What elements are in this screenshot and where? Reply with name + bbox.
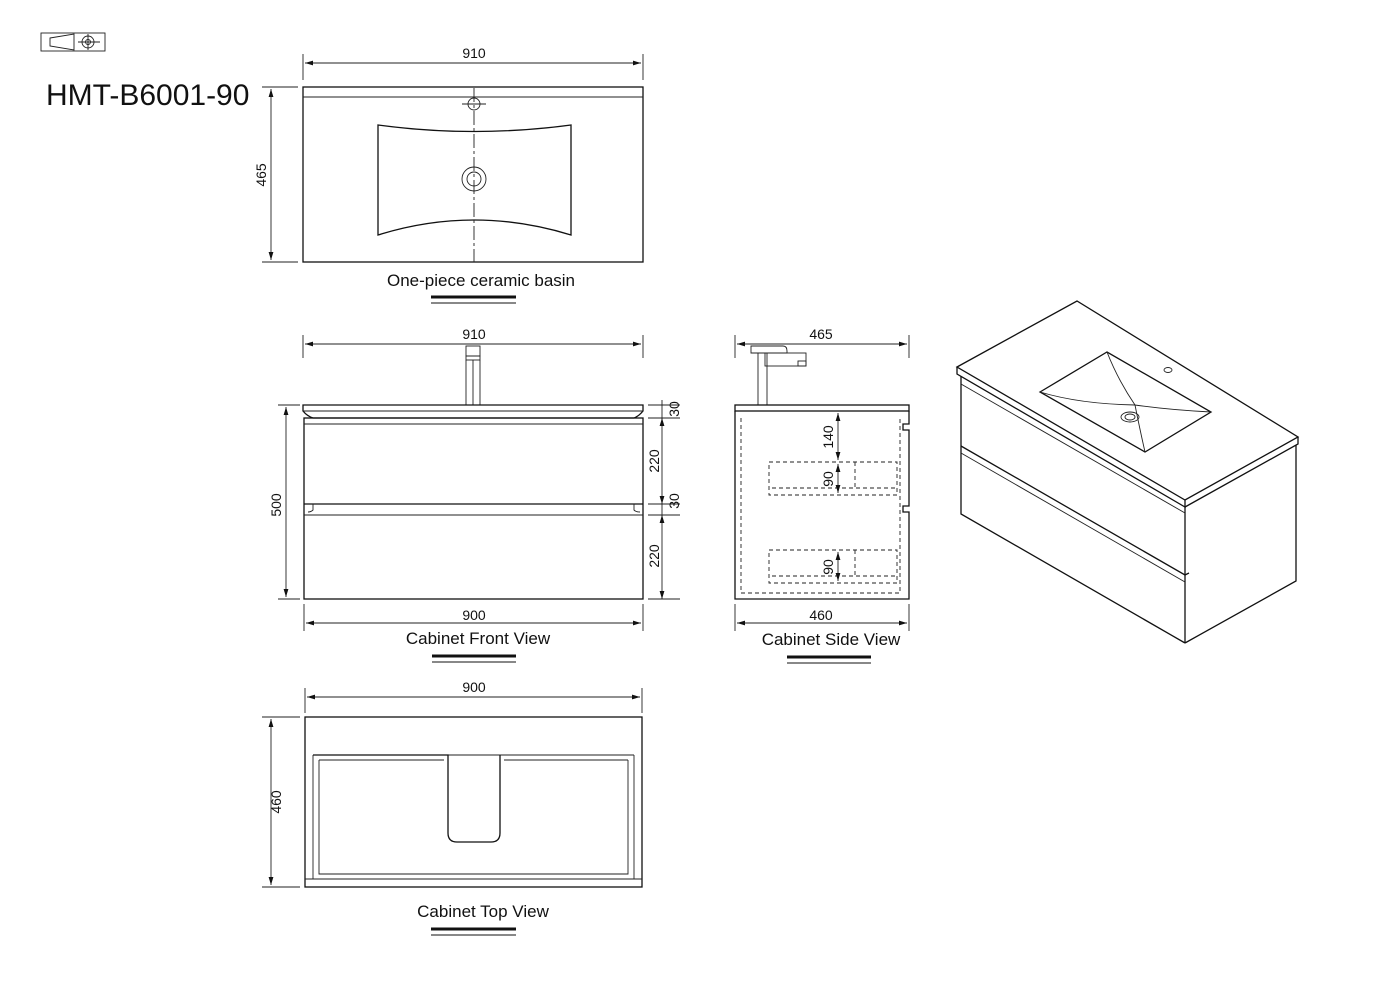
basin-top-view: 910 465 xyxy=(253,45,644,263)
dim-top-depth: 460 xyxy=(268,790,284,814)
dim-front-drawer-upper: 220 xyxy=(646,449,662,473)
model-title: HMT-B6001-90 xyxy=(46,79,249,112)
dim-front-gap: 30 xyxy=(666,493,682,509)
dim-front-height: 500 xyxy=(268,493,284,517)
dim-side-bottom-depth: 460 xyxy=(809,607,833,623)
dim-side-top-depth: 465 xyxy=(809,326,833,342)
dim-basin-width: 910 xyxy=(462,45,486,61)
projection-symbol-icon xyxy=(40,32,106,52)
cabinet-front-view: 910 500 30 22 xyxy=(268,326,682,631)
caption-side: Cabinet Side View xyxy=(762,630,901,649)
drain-icon xyxy=(461,166,487,192)
isometric-view xyxy=(955,300,1300,644)
dim-front-bottom-width: 900 xyxy=(462,607,486,623)
caption-basin: One-piece ceramic basin xyxy=(387,271,575,290)
dim-front-top-thickness: 30 xyxy=(666,401,682,417)
cabinet-side-view: 465 140 90 90 460 xyxy=(734,326,910,631)
dim-side-drawer-upper: 90 xyxy=(820,471,836,487)
tap-hole-icon xyxy=(462,97,486,111)
cabinet-top-view: 900 460 xyxy=(262,679,643,888)
dim-front-drawer-lower: 220 xyxy=(646,544,662,568)
dim-basin-depth: 465 xyxy=(253,163,269,187)
dim-front-top-width: 910 xyxy=(462,326,486,342)
caption-top: Cabinet Top View xyxy=(417,902,549,921)
faucet-side-icon xyxy=(750,345,807,406)
faucet-icon xyxy=(465,345,481,405)
dim-top-width: 900 xyxy=(462,679,486,695)
caption-front: Cabinet Front View xyxy=(406,629,551,648)
dim-side-upper-clearance: 140 xyxy=(820,425,836,449)
dim-side-drawer-lower: 90 xyxy=(820,559,836,575)
